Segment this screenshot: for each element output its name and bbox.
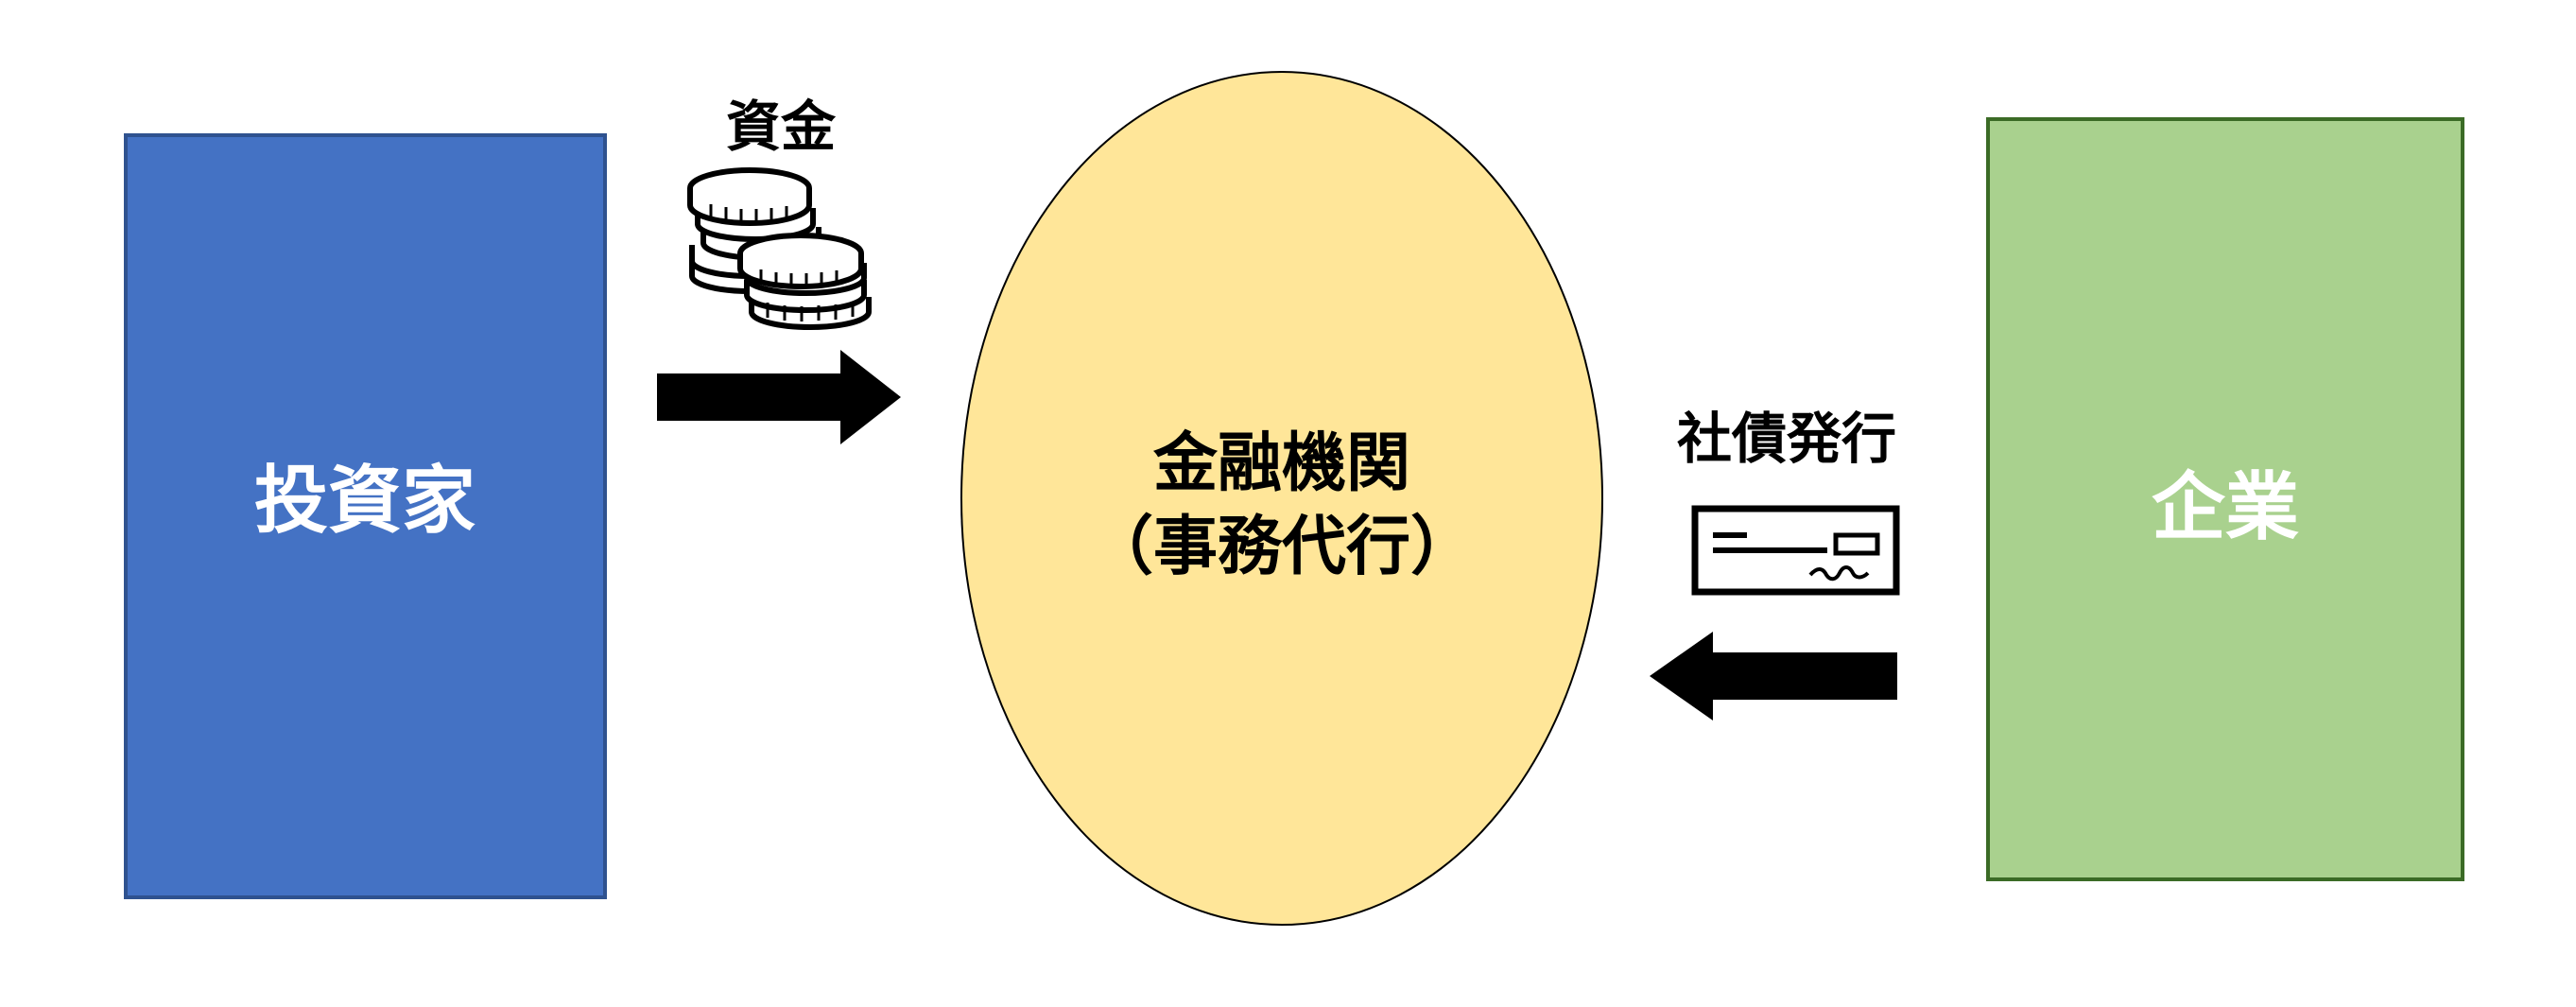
- financial-institution-subtitle: （事務代行）: [1089, 510, 1475, 584]
- funds-label: 資金: [726, 95, 837, 159]
- company-label: 企業: [2152, 465, 2299, 550]
- coins-icon: [687, 167, 872, 330]
- investor-label: 投資家: [254, 459, 475, 544]
- financial-institution-ellipse: [960, 71, 1603, 926]
- investor-node: 投資家: [124, 133, 607, 899]
- company-node: 企業: [1986, 117, 2464, 881]
- funds-arrow: [657, 350, 901, 444]
- financial-institution-node: 金融機関 （事務代行）: [960, 71, 1603, 926]
- company-box: [1986, 117, 2464, 881]
- check-icon: [1691, 505, 1900, 596]
- investor-box: [124, 133, 607, 899]
- financial-institution-title: 金融機関: [1152, 426, 1410, 501]
- bond-issuance-arrow: [1650, 632, 1897, 721]
- bond-issuance-label: 社債発行: [1677, 407, 1896, 471]
